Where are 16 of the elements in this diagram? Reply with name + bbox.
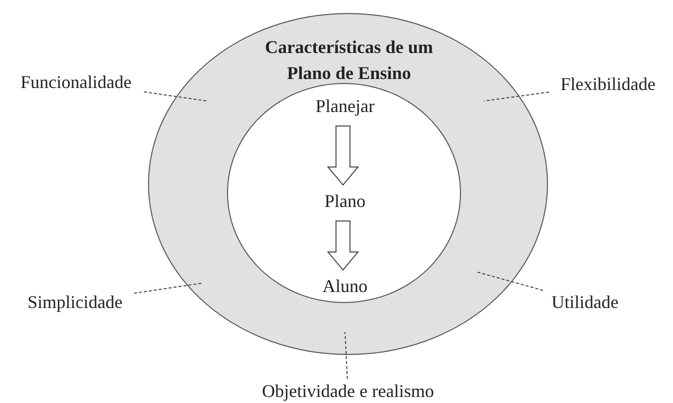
characteristic-label: Objetividade e realismo [261, 380, 435, 403]
characteristic-label: Simplicidade [26, 291, 124, 314]
step-label: Aluno [322, 275, 368, 298]
leader-line [476, 272, 544, 291]
step-label: Planejar [314, 95, 376, 118]
characteristic-label: Funcionalidade [20, 71, 132, 94]
characteristic-label: Utilidade [550, 291, 620, 314]
step-label: Plano [323, 190, 366, 213]
leader-line [134, 282, 204, 294]
leader-line [344, 332, 348, 380]
block-arrow [326, 126, 360, 186]
characteristic-label: Flexibilidade [560, 73, 656, 96]
block-arrow [326, 220, 360, 271]
ring-title: Características de um Plano de Ensino [264, 36, 434, 85]
leader-line [144, 91, 208, 102]
leader-line [484, 92, 550, 102]
